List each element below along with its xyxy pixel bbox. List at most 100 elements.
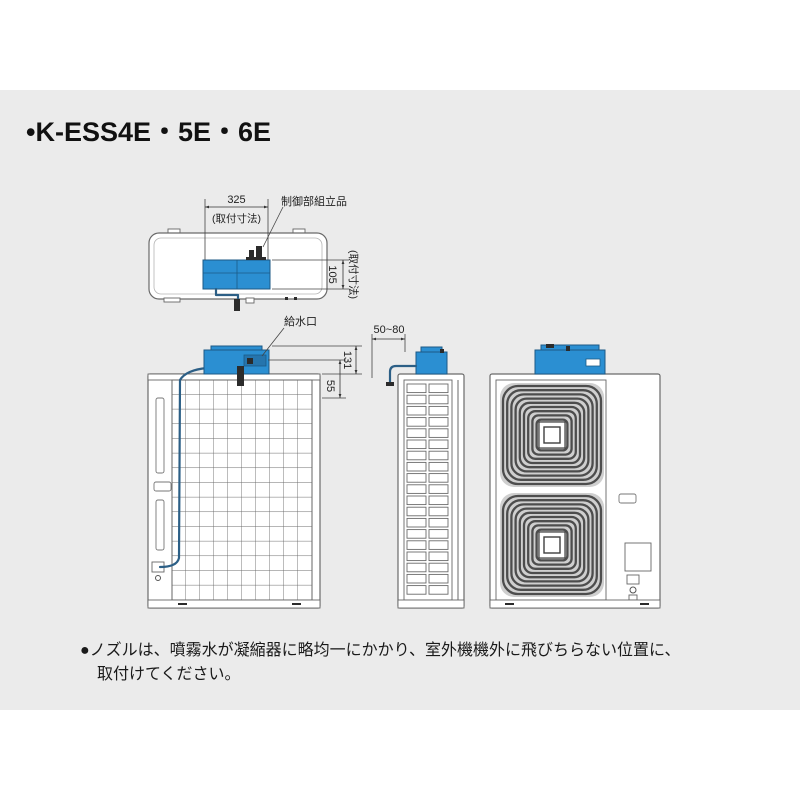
side-louver bbox=[406, 484, 427, 494]
base-foot bbox=[640, 603, 649, 605]
fan-guard-ring bbox=[510, 393, 594, 477]
fan-hub bbox=[538, 421, 566, 449]
side-louver bbox=[406, 461, 427, 472]
lower-dimension-value: 55 bbox=[324, 380, 336, 392]
fan-guard-ring bbox=[518, 401, 586, 469]
water-connection-block bbox=[243, 354, 267, 367]
side-louver bbox=[428, 405, 449, 416]
fan-guard-ring bbox=[501, 384, 603, 486]
water-inlet-leader-line bbox=[261, 327, 285, 357]
width-dimension-note: (取付寸法) bbox=[212, 212, 261, 225]
side-slot bbox=[155, 397, 165, 474]
side-louver bbox=[406, 562, 427, 573]
pipe-connection-fittings bbox=[626, 574, 640, 601]
side-louver bbox=[428, 573, 449, 584]
fan-guard-ring bbox=[518, 511, 586, 579]
fan-hub bbox=[538, 531, 566, 559]
side-view: 50~80 bbox=[371, 324, 465, 609]
side-louver bbox=[406, 383, 427, 394]
control-fitting-icon bbox=[246, 246, 266, 260]
side-louver bbox=[428, 439, 449, 450]
casing-marker bbox=[285, 297, 288, 300]
side-louver bbox=[406, 506, 427, 517]
side-louver bbox=[428, 484, 449, 494]
fan-guard-ring bbox=[506, 499, 598, 591]
fan-guard-ring bbox=[535, 418, 569, 452]
lower-fan-guard bbox=[500, 493, 604, 597]
side-louver bbox=[428, 450, 449, 461]
base-foot bbox=[292, 603, 301, 605]
installation-note-line2: 取付けてください。 bbox=[97, 665, 241, 683]
side-louver bbox=[428, 417, 449, 427]
side-louver bbox=[406, 573, 427, 584]
fan-hub-inner bbox=[543, 536, 561, 554]
model-title: •K-ESS4E・5E・6E bbox=[26, 117, 271, 147]
fan-guard-ring bbox=[506, 389, 598, 481]
rear-label-plate bbox=[585, 358, 601, 367]
base-foot bbox=[505, 603, 514, 605]
rear-view bbox=[489, 344, 661, 609]
fan-guard-ring bbox=[531, 414, 573, 456]
side-louver bbox=[406, 439, 427, 450]
fan-guard-ring bbox=[535, 528, 569, 562]
fan-guard-ring bbox=[531, 524, 573, 566]
fan-guard-ring bbox=[514, 507, 590, 583]
nozzle-pipe bbox=[388, 364, 418, 386]
side-louver bbox=[428, 517, 449, 528]
side-louver bbox=[406, 473, 427, 483]
upper-fan-guard bbox=[500, 383, 604, 487]
front-water-pipe bbox=[158, 366, 209, 569]
nozzle-fitting bbox=[234, 299, 240, 311]
rear-handle bbox=[618, 493, 637, 504]
side-louver bbox=[428, 562, 449, 573]
side-louver bbox=[406, 450, 427, 461]
rear-base bbox=[489, 599, 661, 609]
side-louver bbox=[428, 383, 449, 394]
side-louver bbox=[428, 495, 449, 506]
side-slot bbox=[155, 499, 165, 551]
casing-foot bbox=[163, 297, 181, 303]
side-louver-group bbox=[406, 383, 449, 595]
top-view: 325 (取付寸法) 制御部組立品 105 (取付寸法) bbox=[148, 194, 360, 311]
fan-guard-ring bbox=[522, 405, 582, 465]
front-view: 給水口 131 55 bbox=[147, 314, 362, 609]
water-inlet-label: 給水口 bbox=[284, 314, 317, 328]
control-assembly-cap bbox=[210, 345, 263, 351]
side-louver bbox=[406, 394, 427, 405]
side-louver bbox=[406, 428, 427, 438]
side-louver bbox=[406, 540, 427, 550]
control-assembly-side bbox=[415, 351, 448, 375]
side-base bbox=[397, 599, 465, 609]
side-louver bbox=[406, 495, 427, 506]
casing-marker bbox=[294, 297, 297, 300]
side-louver bbox=[406, 529, 427, 539]
side-louver bbox=[428, 394, 449, 405]
fan-guard-ring bbox=[527, 410, 577, 460]
fan-guard-ring bbox=[514, 397, 590, 473]
nozzle-head bbox=[386, 382, 394, 386]
side-louver bbox=[428, 551, 449, 562]
depth-dimension-value: 105 bbox=[326, 265, 338, 283]
service-panel bbox=[624, 542, 652, 572]
rear-fitting bbox=[566, 346, 570, 351]
front-handle bbox=[153, 481, 172, 492]
side-louver bbox=[406, 551, 427, 562]
side-louver bbox=[406, 585, 427, 595]
condenser-grille bbox=[171, 379, 313, 601]
side-louver bbox=[428, 540, 449, 550]
side-fitting bbox=[440, 349, 444, 353]
side-louver bbox=[428, 585, 449, 595]
fan-guard-ring bbox=[501, 494, 603, 596]
width-dimension-value: 325 bbox=[227, 194, 245, 206]
side-louver bbox=[406, 405, 427, 416]
side-louver bbox=[428, 428, 449, 438]
side-louver bbox=[428, 529, 449, 539]
fan-guard-ring bbox=[510, 503, 594, 587]
side-louver bbox=[428, 461, 449, 472]
fan-hub-inner bbox=[543, 426, 561, 444]
front-top-edge bbox=[147, 373, 321, 381]
fan-guard-ring bbox=[522, 515, 582, 575]
installation-note-line1: ●ノズルは、噴霧水が凝縮器に略均一にかかり、室外機機外に飛びちらない位置に、 bbox=[80, 641, 681, 659]
side-louver bbox=[406, 417, 427, 427]
